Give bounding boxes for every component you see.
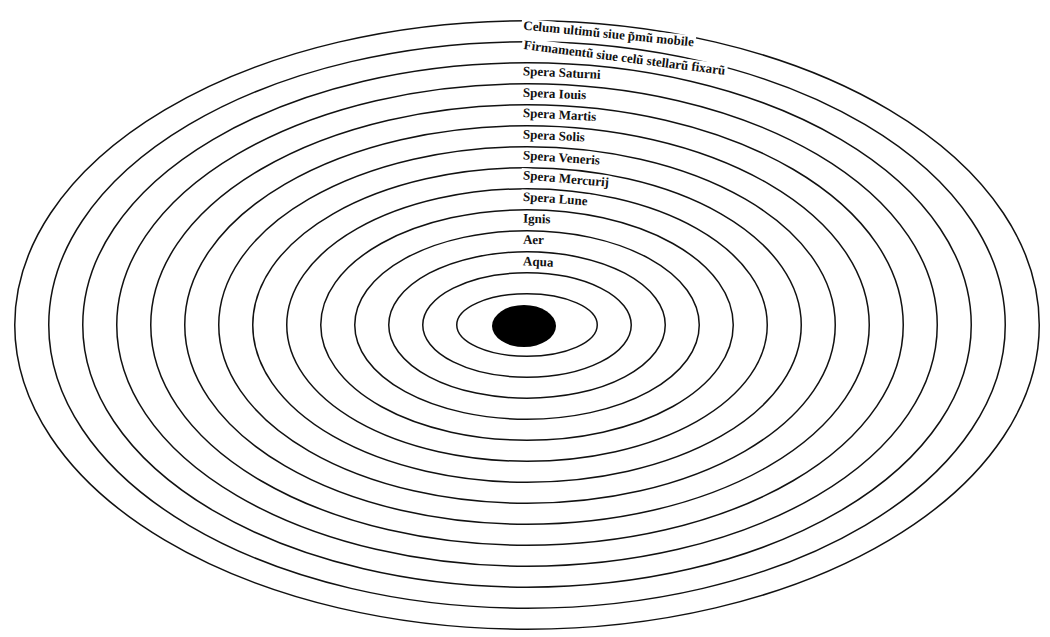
sphere-band: Celum ultimũ siue p̃mũ mobileFirmamentũ … <box>14 20 1040 630</box>
sphere-band: Spera VenerisSpera MercurijSpera LuneIgn… <box>218 146 836 504</box>
sphere-ring <box>219 147 836 504</box>
sphere-ring <box>15 21 1040 630</box>
earth-disk <box>492 305 556 347</box>
sphere-band: Spera LuneIgnisAerAqua <box>286 188 768 462</box>
sphere-band: Spera SolisSpera VenerisSpera MercurijSp… <box>184 125 870 525</box>
sphere-band: IgnisAerAqua <box>320 209 734 441</box>
sphere-band: Spera IouisSpera MartisSpera SolisSpera … <box>116 83 938 567</box>
sphere-band: Spera MartisSpera SolisSpera VenerisSper… <box>150 104 904 546</box>
sphere-label: Spera Martis <box>521 106 599 124</box>
inner-ring <box>457 294 598 357</box>
sphere-ring <box>321 210 734 441</box>
sphere-band: Spera MercurijSpera LuneIgnisAerAqua <box>252 167 802 483</box>
sphere-ring <box>151 105 904 546</box>
sphere-label: Aqua <box>521 254 556 270</box>
sphere-label: Spera Solis <box>521 127 587 144</box>
sphere-band: Spera SaturniSpera IouisSpera MartisSper… <box>82 62 972 588</box>
sphere-ring <box>117 84 938 567</box>
sphere-ring <box>83 63 972 588</box>
sphere-label: Aer <box>521 233 546 248</box>
sphere-ring <box>49 42 1006 609</box>
sphere-outline <box>388 251 666 399</box>
sphere-label: Spera Iouis <box>521 86 589 103</box>
sphere-band: Firmamentũ siue celũ stellarũ fixarũSper… <box>48 41 1006 609</box>
sphere-ring <box>389 252 666 399</box>
sphere-ring <box>287 189 768 462</box>
sphere-band: AerAqua <box>354 230 700 420</box>
sphere-label: Spera Lune <box>521 190 591 209</box>
sphere-ring <box>355 231 700 420</box>
inner-ring <box>423 273 632 378</box>
sphere-ring <box>253 168 802 483</box>
sphere-label: Spera Saturni <box>521 64 603 82</box>
sphere-label: Ignis <box>521 212 553 227</box>
sphere-ring <box>185 126 870 525</box>
sphere-outline <box>286 188 768 462</box>
sphere-band: Aqua <box>388 251 666 399</box>
sphere-label: Spera Mercurij <box>521 168 612 190</box>
